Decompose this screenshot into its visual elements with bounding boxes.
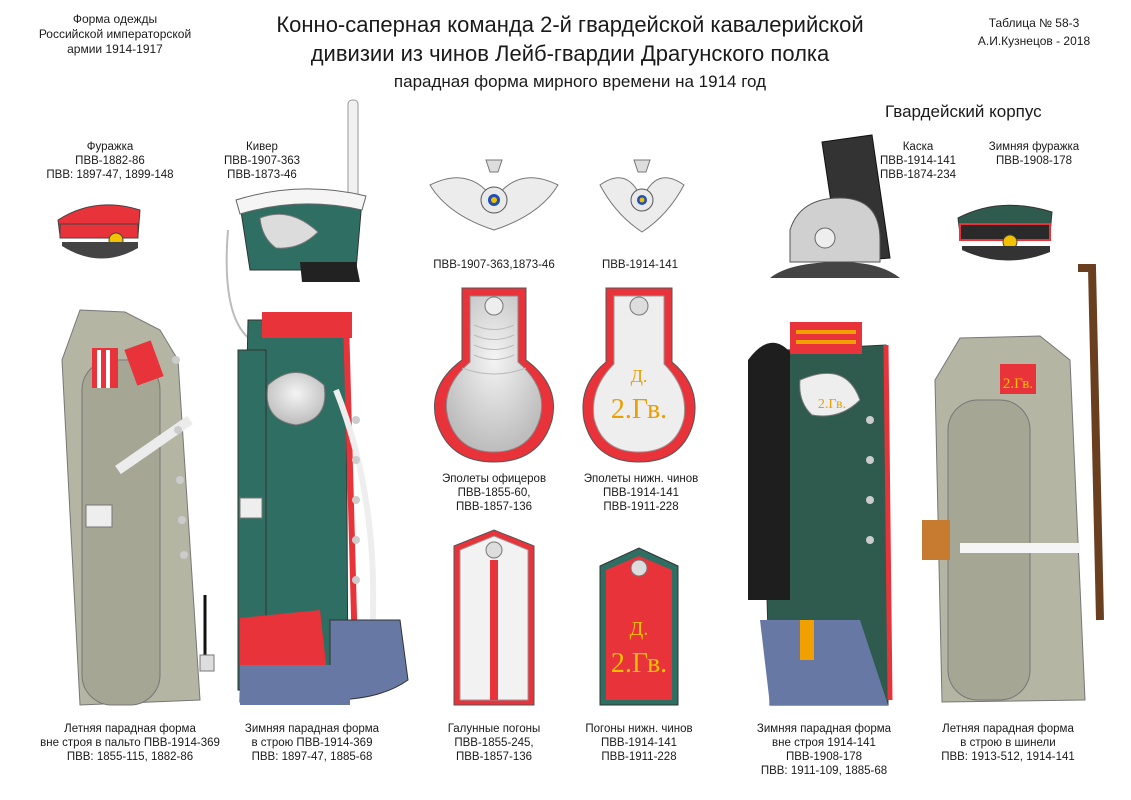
label-line: Зимняя парадная форма [244, 723, 380, 735]
author: А.И.Кузнецов - 2018 [977, 34, 1091, 48]
epaulette-cipher-top: Д. [631, 366, 648, 386]
uniform-1-label: Летняя парадная форма вне строя в пальто… [40, 722, 220, 764]
label-line: Кивер [246, 141, 278, 153]
officer-epaulette-label: Эполеты офицеров ПВВ-1855-60, ПВВ-1857-1… [424, 472, 564, 514]
header-right: Таблица № 58-3 А.И.Кузнецов - 2018 [959, 14, 1109, 50]
label-line: ПВВ-1914-141 [602, 487, 680, 499]
uniform-2-label: Зимняя парадная форма в строю ПВВ-1914-3… [232, 722, 392, 764]
lower-epaulette-label: Эполеты нижн. чинов ПВВ-1914-141 ПВВ-191… [572, 472, 710, 514]
label-line: вне строя 1914-141 [772, 737, 876, 749]
title-line: Конно-саперная команда 2-й гвардейской к… [276, 12, 864, 37]
kiver-icon [225, 99, 367, 346]
table-number: Таблица № 58-3 [988, 16, 1080, 30]
winter-parade-out-figure: 2.Гв. [748, 322, 893, 706]
shoulder-board-cipher-top: Д. [630, 618, 649, 640]
label-line: ПВВ-1914-141 [600, 737, 678, 749]
label-line: ПВВ-1882-86 [75, 155, 145, 167]
label-line: ПВВ: 1855-115, 1882-86 [66, 751, 194, 763]
label-line: Фуражка [86, 141, 134, 153]
badge-right-label: ПВВ-1914-141 [601, 259, 679, 271]
label-line: ПВВ-1855-60, [457, 487, 531, 499]
header-left-line: Форма одежды [72, 12, 158, 26]
corps-label: Гвардейский корпус [885, 102, 1042, 121]
summer-greatcoat-figure: 2.Гв. [922, 264, 1104, 703]
header-left: Форма одежды Российской императорской ар… [20, 12, 210, 57]
label-line: в строю ПВВ-1914-369 [251, 737, 373, 749]
galloon-shoulder-board-icon [453, 529, 535, 706]
kiver-label: Кивер ПВВ-1907-363 ПВВ-1873-46 [212, 140, 312, 182]
uniform-3-label: Галунные погоны ПВВ-1855-245, ПВВ-1857-1… [430, 722, 558, 764]
eagle-badge-left-icon [429, 159, 559, 231]
kaska-icon [770, 134, 900, 278]
label-line: ПВВ-1874-234 [879, 169, 957, 181]
header-left-line: армии 1914-1917 [67, 42, 163, 56]
uniform-4-label: Погоны нижн. чинов ПВВ-1914-141 ПВВ-1911… [572, 722, 706, 764]
label-line: ПВВ: 1913-512, 1914-141 [941, 751, 1075, 763]
label-line: Погоны нижн. чинов [585, 723, 693, 735]
shoulder-board-cipher: 2.Гв. [611, 648, 667, 679]
label-line: ПВВ-1857-136 [455, 501, 533, 513]
label-line: Эполеты офицеров [441, 473, 547, 485]
header-left-line: Российской императорской [38, 27, 192, 41]
kaska-label: Каска ПВВ-1914-141 ПВВ-1874-234 [872, 140, 964, 182]
label-line: Галунные погоны [447, 723, 541, 735]
officer-epaulette-icon [434, 287, 554, 463]
label-line: ПВВ-1855-245, [454, 737, 534, 749]
label-line: ПВВ-1857-136 [455, 751, 533, 763]
label-line: вне строя в пальто ПВВ-1914-369 [40, 737, 220, 749]
furazhka-label: Фуражка ПВВ-1882-86 ПВВ: 1897-47, 1899-1… [40, 140, 180, 182]
label-line: ПВВ-1908-178 [995, 155, 1073, 167]
uniform-6-label: Летняя парадная форма в строю в шинели П… [928, 722, 1088, 764]
page-title: Конно-саперная команда 2-й гвардейской к… [200, 10, 940, 68]
label-line: ПВВ: 1911-109, 1885-68 [760, 765, 888, 777]
winter-cap-icon [957, 204, 1053, 261]
label-line: ПВВ-1911-228 [601, 751, 677, 763]
winter-parade-figure [237, 312, 409, 705]
label-line: ПВВ-1873-46 [227, 169, 297, 181]
label-line: ПВВ-1914-141 [879, 155, 957, 167]
label-line: Зимняя фуражка [988, 141, 1080, 153]
label-line: ПВВ: 1897-47, 1899-148 [46, 169, 174, 181]
title-line: дивизии из чинов Лейб-гвардии Драгунског… [310, 41, 830, 66]
label-line: ПВВ-1908-178 [785, 751, 863, 763]
winter-cap-label: Зимняя фуражка ПВВ-1908-178 [978, 140, 1090, 168]
label-line: Эполеты нижн. чинов [583, 473, 699, 485]
label-line: ПВВ-1911-228 [603, 501, 679, 513]
lower-shoulder-board-icon: Д. 2.Гв. [599, 547, 679, 706]
furazhka-icon [57, 204, 141, 259]
badge-left-label: ПВВ-1907-363,1873-46 [433, 259, 555, 271]
summer-coat-figure [61, 309, 215, 706]
label-line: в строю в шинели [960, 737, 1056, 749]
label-line: ПВВ-1907-363 [223, 155, 301, 167]
lower-epaulette-icon: Д. 2.Гв. [582, 287, 696, 463]
uniform-5-label: Зимняя парадная форма вне строя 1914-141… [744, 722, 904, 778]
helmet-cipher: 2.Гв. [818, 397, 846, 412]
epaulette-cipher: 2.Гв. [611, 394, 667, 425]
label-line: ПВВ: 1897-47, 1885-68 [251, 751, 373, 763]
label-line: Каска [902, 141, 934, 153]
label-line: Летняя парадная форма [64, 723, 196, 735]
label-line: Зимняя парадная форма [756, 723, 892, 735]
label-line: Летняя парадная форма [942, 723, 1074, 735]
greatcoat-cipher: 2.Гв. [1003, 376, 1033, 392]
page-subtitle: парадная форма мирного времени на 1914 г… [393, 72, 767, 91]
eagle-badge-right-icon [599, 159, 685, 233]
